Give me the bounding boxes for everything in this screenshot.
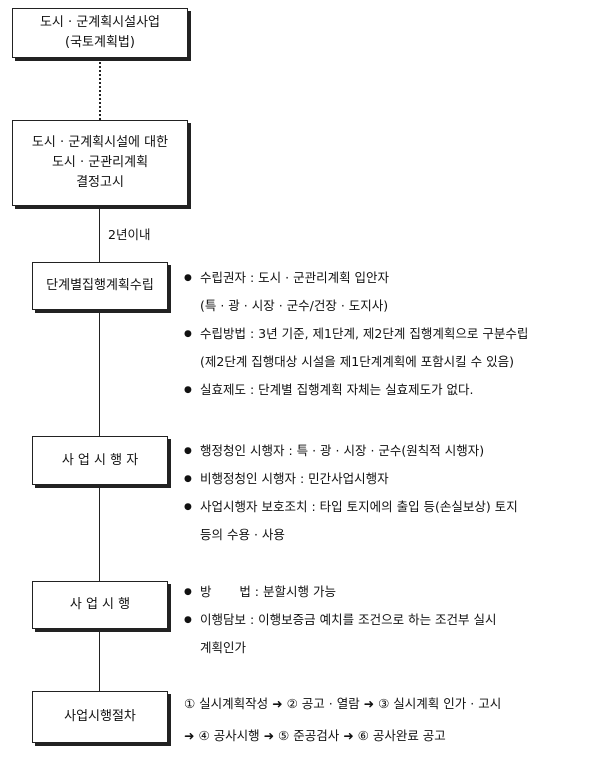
procedure-box: 사업시행절차 — [32, 691, 168, 743]
connector-decision-phased — [99, 206, 100, 262]
list-item: 실효제도 : 단계별 집행계획 자체는 실효제도가 없다. — [184, 376, 584, 404]
connector-note: 2년이내 — [108, 227, 151, 242]
list-item: 방 법 : 분할시행 가능 — [184, 578, 584, 606]
list-item: 비행정청인 시행자 : 민간사업시행자 — [184, 465, 584, 493]
list-item: 수립권자 : 도시 · 군관리계획 입안자 — [184, 264, 584, 292]
list-item: 행정청인 시행자 : 특 · 광 · 시장 · 군수(원칙적 시행자) — [184, 437, 584, 465]
decision-line-2: 도시 · 군관리계획 — [51, 155, 149, 170]
procedure-steps-line-2: ➜ ④ 공사시행 ➜ ⑤ 준공검사 ➜ ⑥ 공사완료 공고 — [184, 728, 446, 743]
list-item-continuation: 등의 수용 · 사용 — [200, 527, 285, 542]
connector-execution-procedure — [99, 629, 100, 691]
phased-plan-label: 단계별집행계획수립 — [46, 278, 154, 293]
list-item-continuation: 계획인가 — [200, 640, 247, 655]
implementer-box: 사 업 시 행 자 — [32, 436, 168, 485]
execution-details: 방 법 : 분할시행 가능 이행담보 : 이행보증금 예치를 조건으로 하는 조… — [184, 578, 584, 662]
procedure-steps: ① 실시계획작성 ➜ ② 공고 · 열람 ➜ ③ 실시계획 인가 · 고시 ➜ … — [184, 688, 584, 752]
connector-implementer-execution — [99, 485, 100, 581]
phased-plan-details: 수립권자 : 도시 · 군관리계획 입안자 (특 · 광 · 시장 · 군수/건… — [184, 264, 584, 404]
list-item: 수립방법 : 3년 기준, 제1단계, 제2단계 집행계획으로 구분수립 — [184, 320, 584, 348]
project-box: 도시 · 군계획시설사업 (국토계획법) — [12, 8, 188, 58]
project-subtitle: (국토계획법) — [65, 35, 135, 50]
list-item: 사업시행자 보호조치 : 타입 토지에의 출입 등(손실보상) 토지 — [184, 493, 584, 521]
implementer-details: 행정청인 시행자 : 특 · 광 · 시장 · 군수(원칙적 시행자) 비행정청… — [184, 437, 584, 549]
execution-box: 사 업 시 행 — [32, 581, 168, 629]
phased-plan-box: 단계별집행계획수립 — [32, 262, 168, 310]
implementer-label: 사 업 시 행 자 — [61, 452, 139, 468]
dotted-connector — [99, 58, 101, 120]
procedure-label: 사업시행절차 — [64, 709, 136, 724]
list-item-continuation: (제2단계 집행대상 시설을 제1단계계획에 포함시킬 수 있음) — [200, 354, 515, 369]
procedure-steps-line-1: ① 실시계획작성 ➜ ② 공고 · 열람 ➜ ③ 실시계획 인가 · 고시 — [184, 696, 502, 711]
list-item-continuation: (특 · 광 · 시장 · 군수/건장 · 도지사) — [200, 298, 389, 313]
list-item: 이행담보 : 이행보증금 예치를 조건으로 하는 조건부 실시 — [184, 606, 584, 634]
project-title: 도시 · 군계획시설사업 — [39, 15, 161, 30]
decision-box: 도시 · 군계획시설에 대한 도시 · 군관리계획 결정고시 — [12, 120, 188, 206]
decision-line-1: 도시 · 군계획시설에 대한 — [31, 135, 169, 150]
connector-phased-implementer — [99, 310, 100, 436]
execution-label: 사 업 시 행 — [69, 597, 131, 612]
decision-line-3: 결정고시 — [76, 175, 124, 190]
